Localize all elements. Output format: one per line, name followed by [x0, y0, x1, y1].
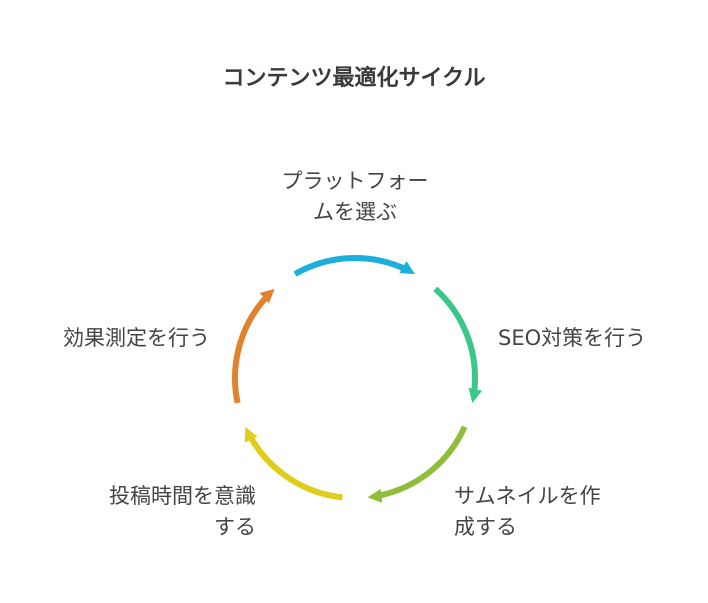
step-posting-time: 投稿時間を意識 する — [109, 484, 256, 539]
cycle-arc — [433, 286, 478, 393]
arrowhead-icon — [468, 387, 483, 403]
step-measure-results: 効果測定を行う — [63, 326, 210, 350]
step-choose-platform: プラットフォー ムを選ぶ — [281, 169, 429, 224]
cycle-arc — [377, 425, 468, 499]
step-seo: SEO対策を行う — [498, 326, 647, 350]
cycle-arc — [232, 294, 270, 404]
arrowhead-icon — [259, 288, 275, 304]
cycle-arc — [293, 255, 407, 277]
diagram-title: コンテンツ最適化サイクル — [222, 66, 486, 91]
cycle-arc — [247, 434, 343, 501]
arrowhead-icon — [244, 426, 258, 443]
step-thumbnail: サムネイルを作 成する — [454, 484, 601, 539]
arrowhead-icon — [399, 261, 415, 275]
arrowhead-icon — [367, 488, 383, 503]
